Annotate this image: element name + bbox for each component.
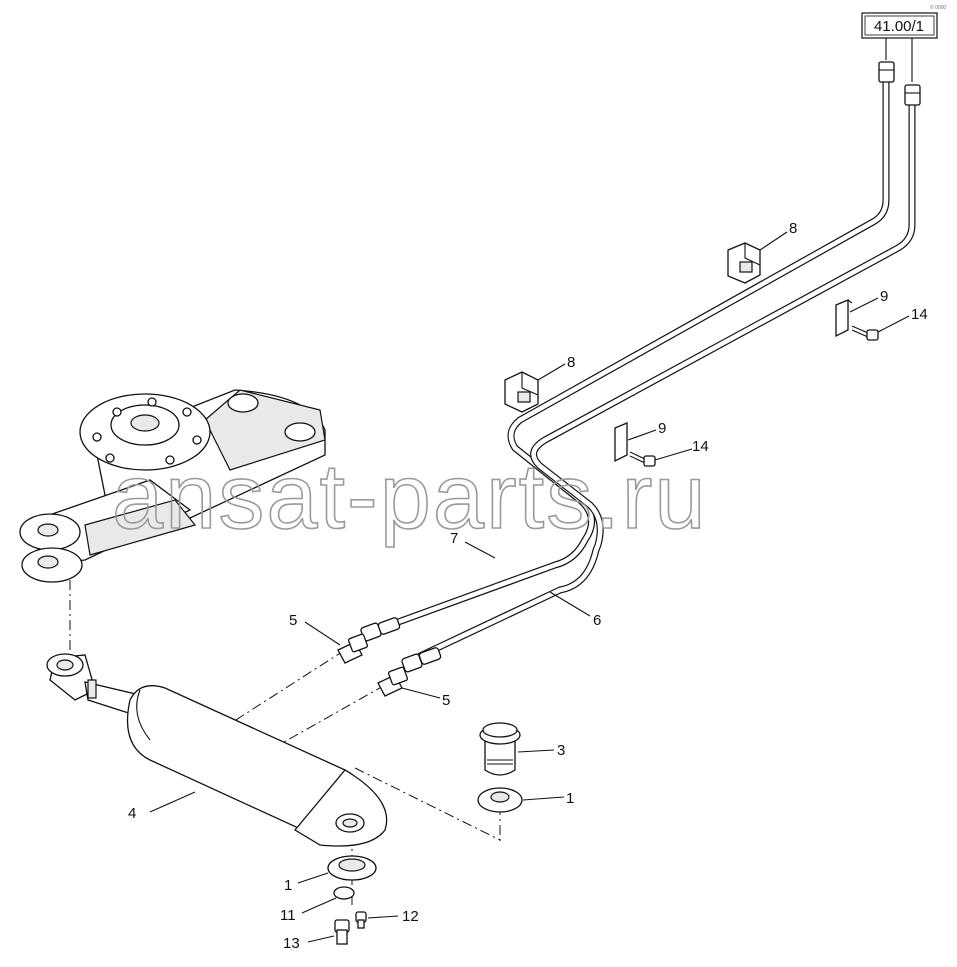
callouts: 8 9 14 8 9 14 7 6 5 5 3 1 4 1 11 12 13 bbox=[128, 220, 928, 952]
clamp-upper bbox=[727, 242, 761, 284]
callout-5-lower: 5 bbox=[442, 692, 450, 709]
callout-4: 4 bbox=[128, 805, 136, 822]
hydraulic-pipes bbox=[360, 61, 921, 673]
callout-5-upper: 5 bbox=[289, 612, 297, 629]
watermark: ansat-parts.ru bbox=[112, 446, 708, 548]
centerline-pin bbox=[354, 767, 501, 841]
pin bbox=[479, 722, 521, 776]
callout-12: 12 bbox=[402, 908, 419, 925]
circlip bbox=[333, 886, 355, 900]
washer-lower bbox=[327, 855, 377, 881]
callout-8-lower: 8 bbox=[567, 354, 575, 371]
callout-1-upper: 1 bbox=[566, 790, 574, 807]
bolt-13 bbox=[334, 919, 350, 945]
callout-3: 3 bbox=[557, 742, 565, 759]
callout-9-lower: 9 bbox=[658, 420, 666, 437]
grease-nipple bbox=[355, 911, 367, 929]
clamp-lower bbox=[504, 371, 539, 413]
plate-lower bbox=[614, 422, 628, 463]
callout-14-upper: 14 bbox=[911, 306, 928, 323]
adapter-upper bbox=[337, 633, 368, 664]
callout-7: 7 bbox=[450, 530, 458, 547]
reference-box-label: 41.00/1 bbox=[874, 18, 924, 35]
callout-13: 13 bbox=[283, 935, 300, 952]
callout-6: 6 bbox=[593, 612, 601, 629]
adapter-lower bbox=[377, 666, 408, 697]
callout-14-lower: 14 bbox=[692, 438, 709, 455]
leader-lines bbox=[149, 231, 910, 943]
reference-box: 41.00/1 bbox=[861, 12, 938, 82]
axle-bracket bbox=[19, 389, 326, 583]
centerline-port-lower bbox=[269, 684, 386, 751]
bolt-lower bbox=[629, 451, 656, 467]
callout-1-lower: 1 bbox=[284, 877, 292, 894]
corner-mark: © 0000 bbox=[930, 4, 946, 11]
steering-cylinder bbox=[46, 653, 388, 847]
centerline-port-upper bbox=[227, 649, 346, 726]
washer-upper bbox=[477, 787, 523, 813]
bolt-upper bbox=[851, 325, 879, 341]
plate-upper bbox=[835, 299, 853, 338]
callout-9-upper: 9 bbox=[880, 288, 888, 305]
callout-8-upper: 8 bbox=[789, 220, 797, 237]
callout-11: 11 bbox=[280, 907, 296, 924]
